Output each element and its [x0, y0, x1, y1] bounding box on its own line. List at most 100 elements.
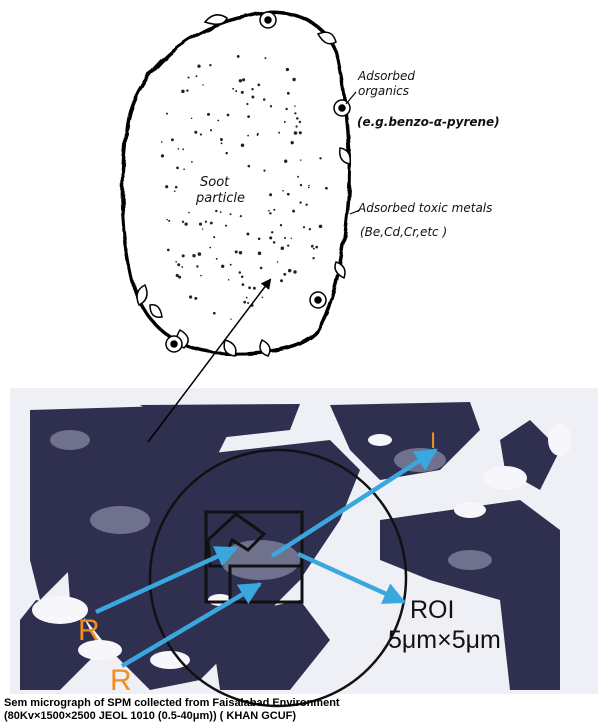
stipple-dot: [283, 273, 286, 276]
stipple-dot: [205, 221, 207, 223]
stipple-dot: [232, 88, 234, 90]
organics-leader: [346, 92, 356, 104]
stipple-dot: [202, 228, 203, 229]
stipple-dot: [241, 276, 244, 279]
stipple-dot: [248, 286, 251, 289]
stipple-dot: [287, 92, 290, 95]
organics-label-line1: Adsorbed: [357, 69, 415, 83]
stipple-dot: [246, 103, 248, 105]
stipple-dot: [263, 98, 266, 101]
stipple-dot: [235, 90, 237, 92]
stipple-dot: [210, 129, 212, 131]
stipple-dot: [309, 228, 311, 230]
stipple-dot: [269, 193, 272, 196]
stipple-dot: [167, 249, 170, 252]
stipple-dot: [242, 78, 245, 81]
stipple-dot: [189, 295, 192, 298]
stipple-dot: [241, 144, 245, 148]
stipple-dot: [182, 254, 185, 257]
metals-label-line2: (Be,Cd,Cr,etc ): [360, 225, 447, 239]
stipple-dot: [247, 302, 249, 304]
stipple-dot: [247, 135, 249, 137]
stipple-dot: [217, 120, 219, 122]
stipple-dot: [312, 245, 314, 247]
stipple-dot: [168, 220, 170, 222]
soot-label-line1: Soot: [200, 175, 230, 190]
stipple-dot: [300, 159, 301, 160]
label-r1: R: [78, 614, 100, 647]
stipple-dot: [269, 212, 271, 214]
stipple-dot: [257, 84, 260, 87]
stipple-dot: [285, 108, 287, 110]
stipple-dot: [292, 210, 295, 213]
stipple-dot: [258, 252, 262, 256]
stipple-dot: [284, 121, 286, 123]
stipple-dot: [287, 193, 290, 196]
stipple-dot: [230, 264, 232, 266]
stipple-dot: [281, 247, 285, 251]
caption-line1: Sem micrograph of SPM collected from Fai…: [4, 697, 340, 709]
stipple-dot: [194, 131, 197, 134]
stipple-dot: [282, 190, 284, 192]
stipple-dot: [188, 212, 190, 214]
stipple-dot: [280, 279, 283, 282]
stipple-dot: [207, 113, 210, 116]
stipple-dot: [280, 224, 282, 226]
stipple-dot: [319, 157, 321, 159]
roi-size-label: 5μm×5μm: [388, 626, 501, 654]
stipple-dot: [294, 112, 296, 114]
stipple-dot: [187, 76, 189, 78]
adsorbed-organics-label: Adsorbed organics (e.g.benzo-α-pyrene): [357, 69, 500, 129]
sem-micrograph: [10, 388, 598, 694]
stipple-dot: [251, 96, 254, 99]
stipple-dot: [251, 88, 253, 90]
stipple-dot: [240, 215, 242, 217]
stipple-dot: [308, 185, 310, 187]
stipple-dot: [227, 114, 230, 117]
stipple-dot: [270, 105, 272, 107]
stipple-dot: [288, 269, 292, 273]
stipple-dot: [299, 121, 301, 123]
stipple-dot: [296, 117, 299, 120]
stipple-dot: [295, 125, 297, 127]
stipple-dot: [313, 248, 315, 250]
stipple-dot: [235, 250, 238, 253]
stipple-dot: [264, 57, 266, 59]
stipple-dot: [175, 186, 178, 189]
stipple-dot: [284, 160, 287, 163]
stipple-dot: [178, 276, 181, 279]
stipple-dot: [243, 301, 246, 304]
stipple-dot: [239, 271, 242, 274]
stipple-dot: [237, 55, 240, 58]
stipple-dot: [196, 75, 198, 77]
soot-particle-diagram: Soot particle Adsorbed organics (e.g.ben…: [122, 12, 499, 356]
stipple-dot: [225, 152, 228, 155]
stipple-dot: [194, 297, 197, 300]
stipple-dot: [294, 131, 298, 135]
stipple-dot: [191, 161, 193, 163]
stipple-dot: [292, 78, 295, 81]
stipple-dot: [278, 132, 280, 134]
stipple-dot: [293, 270, 296, 273]
stipple-dot: [297, 176, 299, 178]
stipple-dot: [181, 266, 183, 268]
stipple-dot: [291, 141, 294, 144]
stipple-dot: [273, 209, 275, 211]
stipple-dot: [196, 265, 198, 267]
stipple-dot: [294, 105, 296, 107]
label-r2: R: [110, 664, 132, 697]
stipple-dot: [182, 221, 184, 223]
stipple-dot: [258, 238, 261, 241]
stipple-dot: [182, 148, 184, 150]
stipple-dot: [191, 118, 193, 120]
stipple-dot: [325, 187, 328, 190]
stipple-dot: [165, 185, 168, 188]
stipple-dot: [183, 168, 185, 170]
stipple-dot: [202, 84, 203, 85]
stipple-dot: [221, 142, 223, 144]
stipple-dot: [271, 231, 273, 233]
stipple-dot: [176, 167, 179, 170]
stipple-dot: [200, 133, 202, 135]
stipple-dot: [215, 210, 217, 212]
stipple-dot: [210, 222, 213, 225]
